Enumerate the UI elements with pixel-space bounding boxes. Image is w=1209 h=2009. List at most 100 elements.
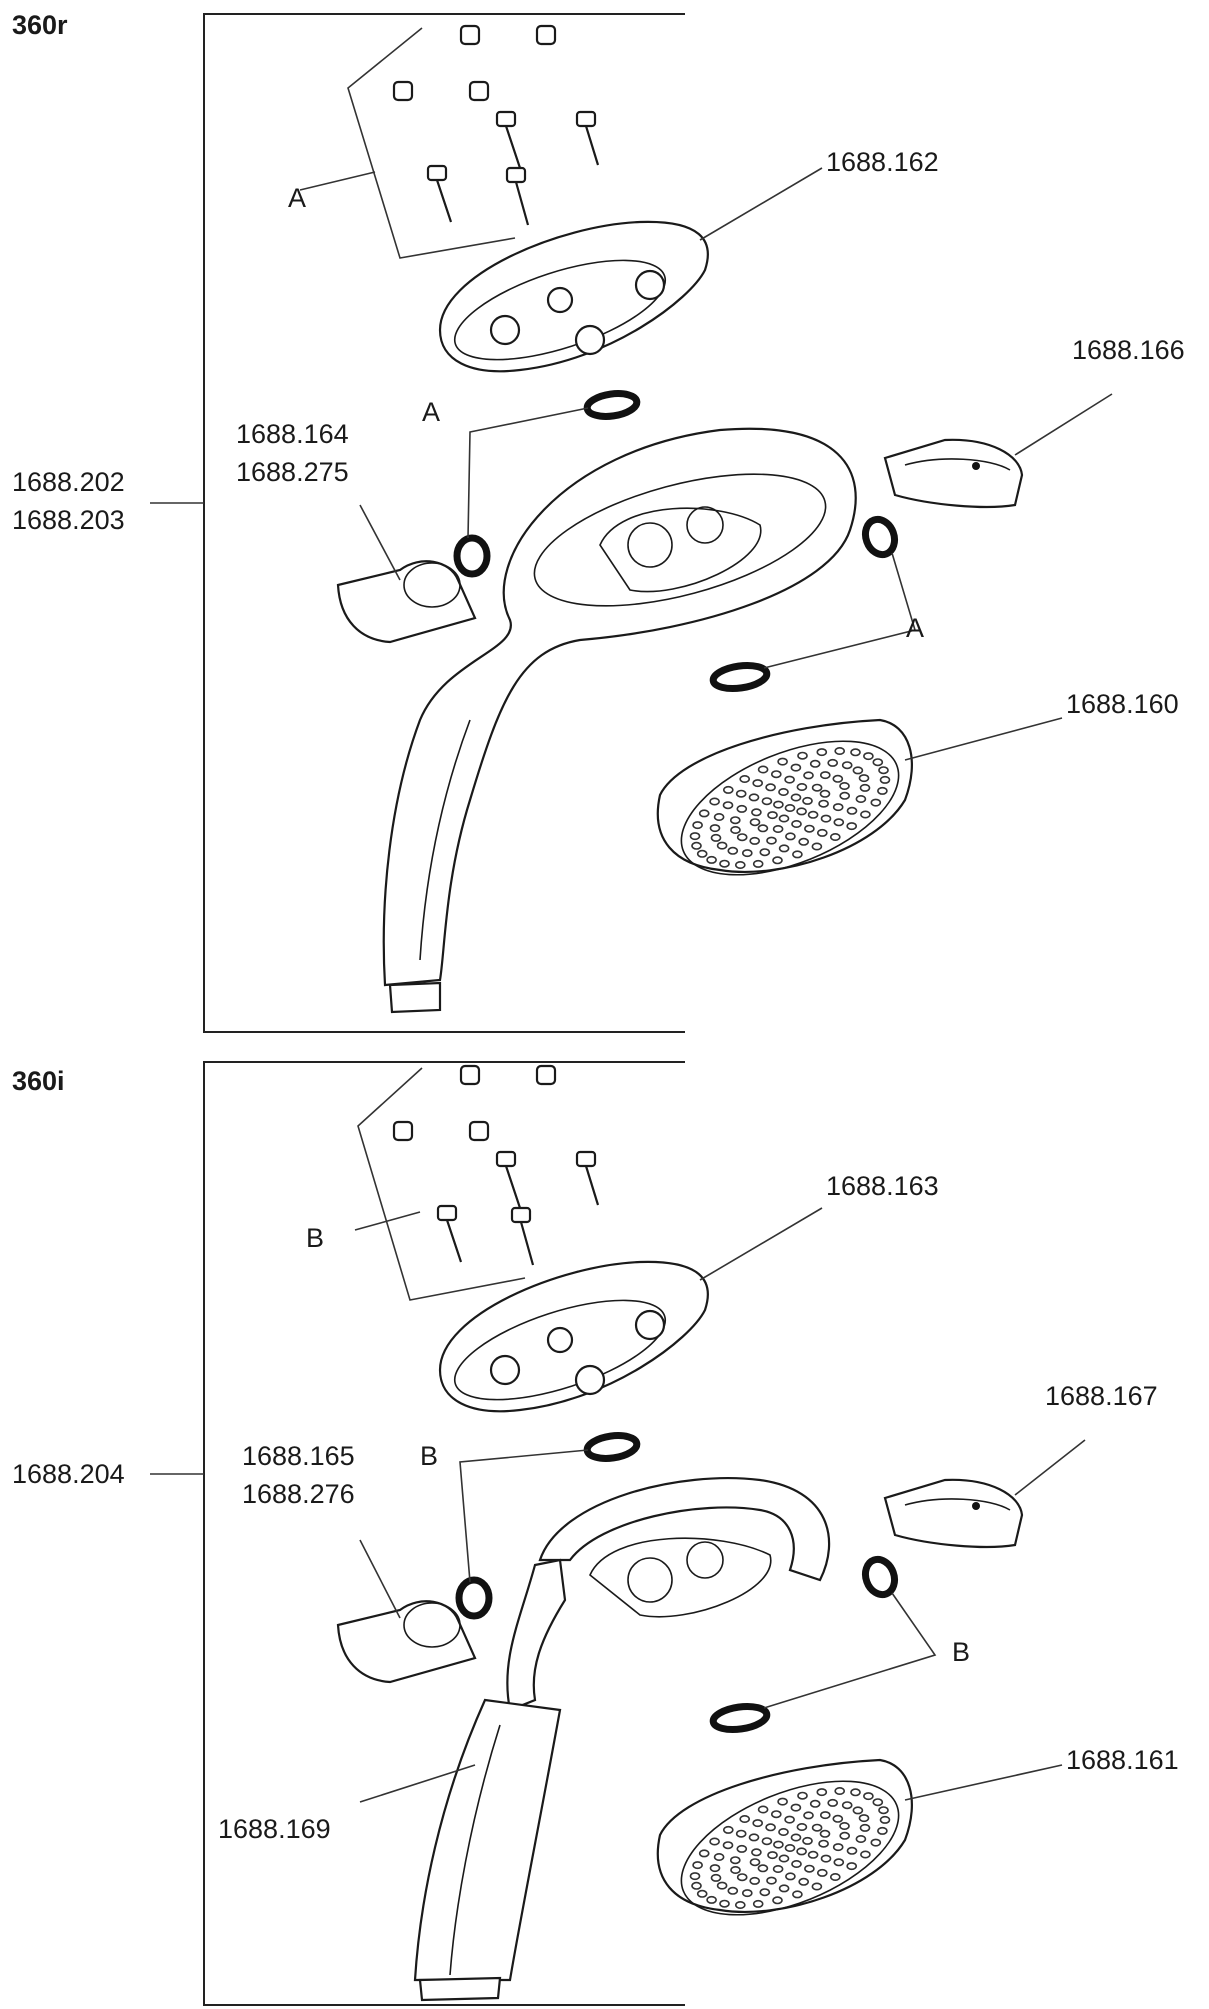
kit-leader (763, 1592, 937, 1709)
spray-nozzle (829, 1873, 841, 1882)
end-cap (883, 393, 1113, 509)
spray-nozzle (689, 832, 701, 841)
spray-nozzle (691, 1881, 702, 1890)
spray-nozzle (819, 1829, 831, 1838)
spray-nozzle (832, 1843, 844, 1852)
spray-nozzle (761, 1837, 773, 1846)
spray-nozzle (767, 811, 778, 820)
spray-nozzle (827, 1798, 839, 1807)
spray-nozzle (716, 1881, 728, 1890)
assembly-part-number: 1688.203 (12, 505, 125, 535)
kit-leader (459, 1449, 589, 1583)
spray-nozzle (804, 1864, 815, 1873)
spray-nozzle (829, 832, 841, 841)
spray-nozzle (736, 833, 748, 842)
spray-nozzle (770, 770, 782, 779)
spray-nozzle (777, 757, 788, 766)
spray-nozzle (696, 1889, 708, 1898)
spray-nozzle (749, 1858, 761, 1867)
assembly-bracket (203, 13, 685, 1033)
spray-nozzle (752, 779, 764, 788)
spray-nozzle (839, 791, 851, 800)
part-number-backplate: 1688.162 (826, 147, 939, 177)
spray-nozzle (751, 808, 762, 817)
spray-nozzle (752, 1819, 764, 1828)
spray-nozzle (689, 1872, 701, 1881)
spray-nozzle (863, 1792, 874, 1801)
spray-nozzle (834, 746, 846, 755)
spray-nozzle (790, 1833, 802, 1842)
spray-nozzle (796, 1823, 808, 1832)
spray-nozzle (860, 1850, 871, 1859)
part-number-spray-face: 1688.160 (1066, 689, 1179, 719)
spray-nozzle (790, 763, 802, 772)
kit-letter: B (306, 1223, 325, 1253)
kit-leader (467, 407, 589, 539)
spray-nozzle (858, 1814, 870, 1823)
o-ring (583, 390, 641, 420)
spray-nozzle (773, 1840, 784, 1849)
spray-nozzle (819, 771, 831, 780)
spray-nozzle (739, 774, 751, 783)
part-number-cap: 1688.167 (1045, 1381, 1158, 1411)
spray-nozzle (736, 1873, 748, 1882)
spray-nozzle (858, 774, 870, 783)
spray-nozzle (735, 1829, 747, 1838)
spray-nozzle (773, 800, 784, 809)
spray-nozzle (784, 1815, 795, 1824)
spray-nozzle (719, 1899, 730, 1908)
spray-nozzle (859, 783, 871, 792)
spray-nozzle (878, 1806, 889, 1815)
spray-nozzle (839, 781, 850, 790)
spray-nozzle (802, 796, 813, 805)
spray-nozzle (749, 818, 761, 827)
spray-nozzle (803, 1811, 814, 1820)
spray-nozzle (770, 1810, 782, 1819)
backplate (438, 1207, 823, 1413)
spray-nozzle (778, 814, 790, 823)
spray-nozzle (727, 846, 739, 855)
kit-leader (763, 552, 917, 669)
section-360r-drawing (150, 13, 1113, 1033)
spray-nozzle (855, 1835, 867, 1844)
spray-nozzle (791, 1860, 802, 1869)
shower-handle (359, 1477, 831, 2002)
spray-nozzle (722, 1825, 734, 1834)
spray-nozzle (877, 786, 888, 795)
spray-nozzle (852, 1806, 864, 1815)
spray-nozzle (790, 793, 802, 802)
spray-face (656, 717, 1063, 876)
spray-nozzle (706, 1895, 717, 1904)
spray-face (656, 1758, 1063, 1916)
spray-nozzle (722, 801, 734, 810)
kit-letter: B (420, 1441, 439, 1471)
spray-nozzle (878, 766, 889, 775)
screw-kit (354, 1064, 600, 1301)
spray-nozzle (798, 837, 810, 846)
spray-nozzle (778, 787, 789, 796)
spray-nozzle (692, 1861, 703, 1870)
spray-nozzle (819, 1811, 831, 1820)
spray-nozzle (832, 1814, 844, 1823)
spray-nozzle (727, 1886, 739, 1895)
spray-nozzle (706, 855, 717, 864)
part-number-backplate: 1688.163 (826, 1171, 939, 1201)
spray-nozzle (850, 748, 861, 757)
o-ring (583, 1432, 641, 1462)
spray-nozzle (816, 1788, 828, 1797)
spray-nozzle (872, 1798, 884, 1807)
spray-nozzle (797, 1791, 808, 1800)
spray-nozzle (696, 849, 708, 858)
kit-letter: A (906, 613, 925, 643)
spray-nozzle (766, 1876, 777, 1885)
spray-nozzle (792, 850, 803, 859)
part-number-connector: 1688.276 (242, 1479, 355, 1509)
spray-nozzle (790, 1803, 802, 1812)
o-ring (861, 1555, 899, 1599)
spray-nozzle (816, 748, 828, 757)
spray-nozzle (816, 828, 828, 837)
spray-nozzle (734, 860, 746, 869)
model-label: 360i (12, 1066, 65, 1096)
spray-nozzle (739, 1815, 751, 1824)
